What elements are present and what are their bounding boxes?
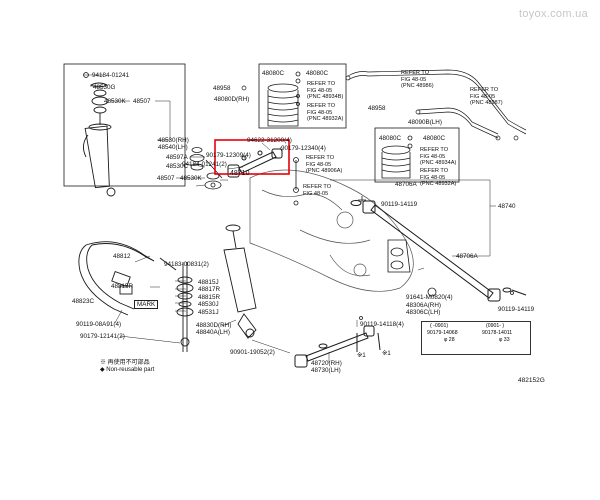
refer-note[interactable]: REFER TO FIG 48-05 (PNC 48932A)	[420, 168, 457, 188]
stabilizer-bar	[78, 241, 177, 316]
shock-absorber-group-box	[63, 63, 186, 187]
part-label[interactable]: 48507	[133, 98, 151, 105]
part-label[interactable]: 48812	[113, 253, 131, 260]
part-label[interactable]: 48815R	[111, 283, 134, 290]
part-label[interactable]: 90901-19052(2)	[230, 349, 275, 356]
part-label[interactable]: 90179-12141(2)	[80, 333, 125, 340]
refer-note[interactable]: REFER TO FIG 48-05 (PNC 48987)	[470, 87, 503, 107]
highlight-box	[214, 139, 290, 175]
footnote-mark: ※1	[382, 350, 391, 357]
part-label[interactable]: 90119-14118(4)	[360, 321, 404, 328]
refer-note[interactable]: REFER TO FIG 48-05 (PNC 48934B)	[307, 81, 344, 101]
part-label[interactable]: 48720(RH) 48730(LH)	[311, 360, 342, 374]
table-col2-part[interactable]: 90178-14011	[482, 330, 513, 336]
shock-absorber-upper	[83, 72, 116, 197]
part-label[interactable]: 48597A	[166, 154, 188, 161]
refer-note[interactable]: REFER TO FIG 48-05	[303, 184, 332, 197]
part-label[interactable]: 94183-00831(2)	[164, 261, 209, 268]
footnote-mark: ※1	[357, 352, 366, 359]
part-label[interactable]: 48958	[368, 105, 386, 112]
part-label[interactable]: 90119-14119	[381, 201, 418, 208]
part-label[interactable]: 90119-14119	[498, 306, 535, 313]
part-label[interactable]: 48531J	[198, 309, 219, 316]
part-label[interactable]: 48530(RH) 48540(LH)	[158, 137, 189, 151]
part-label[interactable]: 90119-08A91(4)	[76, 321, 122, 328]
bolt-icons	[358, 196, 514, 320]
part-label[interactable]: 48530K	[180, 175, 202, 182]
refer-note[interactable]: REFER TO FIG 48-05 (PNC 48934A)	[420, 147, 457, 167]
part-label[interactable]: 48080C	[423, 135, 446, 142]
part-label[interactable]: 94184-01241	[92, 72, 130, 79]
mount-bushings-left	[189, 147, 223, 190]
part-label[interactable]: 48080C	[379, 135, 402, 142]
mark-badge: MARK	[134, 300, 159, 309]
part-label[interactable]: 48830D(RH) 48840A(LH)	[196, 322, 232, 336]
part-label[interactable]: 48507	[157, 175, 175, 182]
part-label[interactable]: 91641-M0820(4)	[406, 294, 453, 301]
part-label[interactable]: 48080D(RH)	[214, 96, 250, 103]
part-label[interactable]: 94622-31200(4)	[247, 137, 292, 144]
legend-reuse: ※ 再使用不可部品	[100, 360, 150, 366]
part-label[interactable]: 48706A	[395, 181, 417, 188]
bushing-48306	[387, 239, 437, 297]
part-label[interactable]: 48306A(RH) 48306C(LH)	[406, 302, 441, 316]
part-label[interactable]: 48815R	[198, 294, 221, 301]
brake-pipes	[241, 69, 527, 141]
part-label[interactable]: 48815J	[198, 279, 219, 286]
part-label[interactable]: 48706A	[456, 253, 478, 260]
part-label[interactable]: 94184-01241(2)	[182, 161, 227, 168]
part-label[interactable]: 48530C	[166, 163, 189, 170]
bump-stopper-box-lh	[374, 127, 460, 183]
table-col1-head: ( -0901)	[430, 323, 449, 329]
stabilizer-link	[176, 262, 194, 352]
part-label[interactable]: 48823C	[72, 298, 95, 305]
part-label[interactable]: 48090B(LH)	[408, 119, 442, 126]
part-label[interactable]: 48530J	[198, 301, 219, 308]
part-label[interactable]: 48080C	[306, 70, 329, 77]
bump-stopper-bellows-a	[267, 71, 301, 127]
leader-lines	[84, 74, 496, 363]
legend-nonreusable: ◆ Non-reusable part	[100, 367, 155, 373]
table-col1-dim: φ 28	[444, 337, 455, 343]
axle-housing	[249, 169, 414, 292]
table-col1-part[interactable]: 90179-14068	[427, 330, 458, 336]
part-label[interactable]: 90179-12340(4)	[281, 145, 326, 152]
refer-note[interactable]: REFER TO FIG 48-05 (PNC 48932A)	[307, 103, 344, 123]
table-col2-dim: φ 33	[499, 337, 510, 343]
part-label[interactable]: 48530K	[104, 98, 126, 105]
part-label[interactable]: 48080C	[262, 70, 285, 77]
upper-control-arm-48710	[227, 148, 283, 178]
part-label[interactable]: 48817R	[198, 286, 221, 293]
part-label[interactable]: 48530G	[93, 84, 116, 91]
refer-note[interactable]: REFER TO FIG 48-05 (PNC 48906A)	[306, 155, 343, 175]
watermark: toyox.com.ua	[518, 8, 588, 20]
lower-control-arm-48720	[294, 325, 381, 368]
part-label[interactable]: 48710	[230, 170, 250, 177]
diagram-code: 482152G	[518, 377, 545, 384]
part-label[interactable]: 48958	[213, 85, 231, 92]
part-label[interactable]: 48740	[498, 203, 516, 210]
bump-stopper-box-rh	[258, 63, 347, 129]
sway-link-upper	[293, 157, 299, 206]
table-col2-head: (0901- )	[486, 323, 505, 329]
bump-stopper-bellows-b	[381, 135, 413, 179]
part-label[interactable]: 90179-12309(4)	[206, 152, 251, 159]
spec-table: ( -0901) (0901- ) 90179-14068 90178-1401…	[421, 321, 531, 355]
refer-note[interactable]: REFER TO FIG 48-05 (PNC 48986)	[401, 70, 434, 90]
upper-control-arm-48740	[350, 200, 527, 302]
shock-absorber-lower	[223, 224, 257, 339]
